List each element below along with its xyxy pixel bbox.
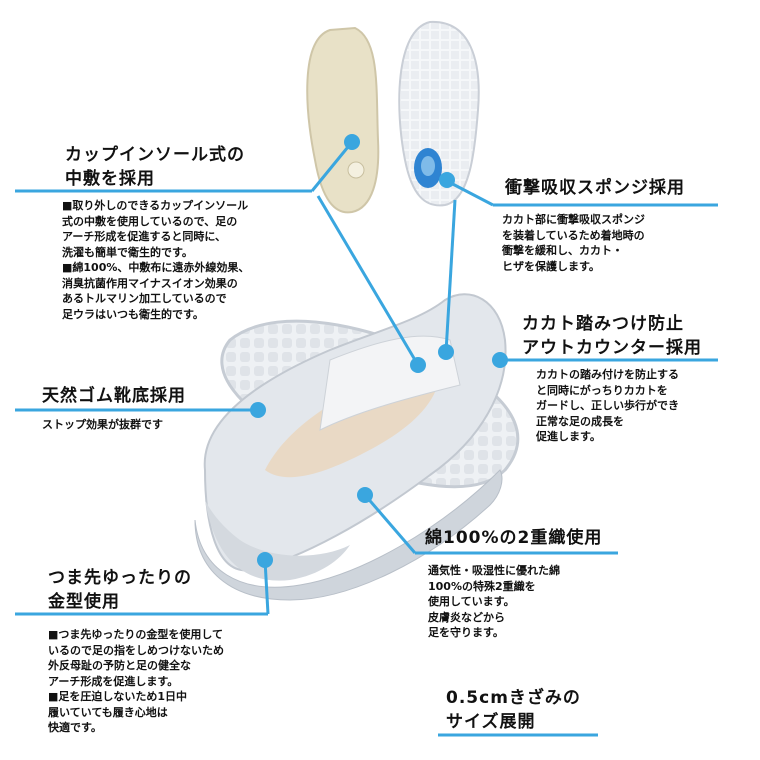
toe-title-line1: つま先ゆったりの [48, 568, 192, 588]
cup-insole-desc-line: 洗濯も簡単で衛生的です。 [62, 245, 193, 259]
rubber-sole-desc-line: ストップ効果が抜群です [42, 418, 163, 431]
cotton-desc: 通気性・吸湿性に優れた綿 100%の特殊2重織を 使用しています。 皮膚炎などか… [428, 563, 560, 641]
sponge-desc-line: を装着しているため着地時の [502, 228, 645, 242]
cup-insole-desc-line: ■綿100%、中敷布に遠赤外線効果、 [62, 261, 250, 274]
cup-insole-desc-line: 消臭抗菌作用マイナスイオン効果の [62, 276, 238, 290]
sponge-desc-line: 衝撃を緩和し、カカト・ [502, 244, 623, 257]
heel-counter-title: カカト踏みつけ防止 アウトカウンター採用 [522, 312, 702, 360]
cup-insole-desc-line: ■取り外しのできるカップインソール [62, 199, 249, 212]
cotton-desc-line: 通気性・吸湿性に優れた綿 [428, 564, 560, 577]
cup-insole-desc-line: 式の中敷を使用しているので、足の [62, 214, 238, 228]
heel-counter-desc-line: カカトの踏み付けを防止する [536, 368, 679, 381]
cup-insole-desc-line: 足ウラはいつも衛生的です。 [62, 307, 204, 321]
cup-insole-title: カップインソール式の 中敷を採用 [65, 143, 245, 191]
heel-counter-desc: カカトの踏み付けを防止する と同時にがっちりカカトを ガードし、正しい歩行ができ… [536, 367, 679, 445]
toe-desc: ■つま先ゆったりの金型を使用して いるので足の指をしめつけないため 外反母趾の予… [48, 627, 224, 736]
toe-desc-line: いるので足の指をしめつけないため [48, 643, 224, 657]
toe-desc-line: 外反母趾の予防と足の健全な [48, 659, 191, 672]
insole-bottom-view [398, 20, 480, 207]
cup-insole-desc-line: あるトルマリン加工しているので [62, 292, 227, 305]
toe-desc-line: アーチ形成を促進します。 [48, 674, 179, 688]
cup-insole-desc-line: アーチ形成を促進すると同時に、 [62, 230, 227, 243]
callout-lines [15, 141, 718, 737]
callout-dots [250, 134, 508, 568]
cup-insole-title-line1: カップインソール式の [65, 145, 245, 165]
size-title-line1: 0.5cmきざみの [446, 688, 581, 708]
cotton-desc-line: 100%の特殊2重織を [428, 579, 536, 593]
toe-title-line2: 金型使用 [48, 592, 120, 612]
heel-counter-title-line2: アウトカウンター採用 [522, 338, 702, 358]
cup-insole-desc: ■取り外しのできるカップインソール 式の中敷を使用しているので、足の アーチ形成… [62, 198, 249, 322]
rubber-sole-desc: ストップ効果が抜群です [42, 417, 163, 433]
shoe-front [194, 293, 507, 601]
cup-insole-title-line2: 中敷を採用 [65, 169, 155, 189]
cotton-title: 綿100%の2重織使用 [425, 528, 603, 548]
toe-desc-line: 履いていても履き心地は [48, 705, 168, 719]
cotton-desc-line: 皮膚炎などから [428, 610, 505, 624]
sponge-title: 衝撃吸収スポンジ採用 [505, 178, 685, 198]
size-title: 0.5cmきざみの サイズ展開 [446, 686, 581, 734]
cotton-desc-line: 足を守ります。 [428, 626, 504, 639]
heel-counter-title-line1: カカト踏みつけ防止 [522, 314, 684, 334]
toe-desc-line: 快適です。 [48, 721, 102, 734]
rubber-sole-title: 天然ゴム靴底採用 [42, 386, 186, 406]
sponge-desc: カカト部に衝撃吸収スポンジ を装着しているため着地時の 衝撃を緩和し、カカト・ … [502, 212, 645, 274]
cotton-desc-line: 使用しています。 [428, 595, 515, 608]
size-title-line2: サイズ展開 [446, 712, 536, 732]
heel-counter-desc-line: 正常な足の成長を [536, 414, 624, 428]
toe-desc-line: ■つま先ゆったりの金型を使用して [48, 628, 224, 641]
sponge-desc-line: カカト部に衝撃吸収スポンジ [502, 213, 645, 226]
toe-title: つま先ゆったりの 金型使用 [48, 566, 192, 614]
heel-counter-desc-line: 促進します。 [536, 430, 601, 443]
heel-counter-desc-line: ガードし、正しい歩行ができ [536, 399, 679, 412]
sponge-desc-line: ヒザを保護します。 [502, 259, 600, 273]
heel-counter-desc-line: と同時にがっちりカカトを [536, 383, 668, 397]
insole-top-view [306, 26, 380, 214]
toe-desc-line: ■足を圧迫しないため1日中 [48, 690, 188, 703]
